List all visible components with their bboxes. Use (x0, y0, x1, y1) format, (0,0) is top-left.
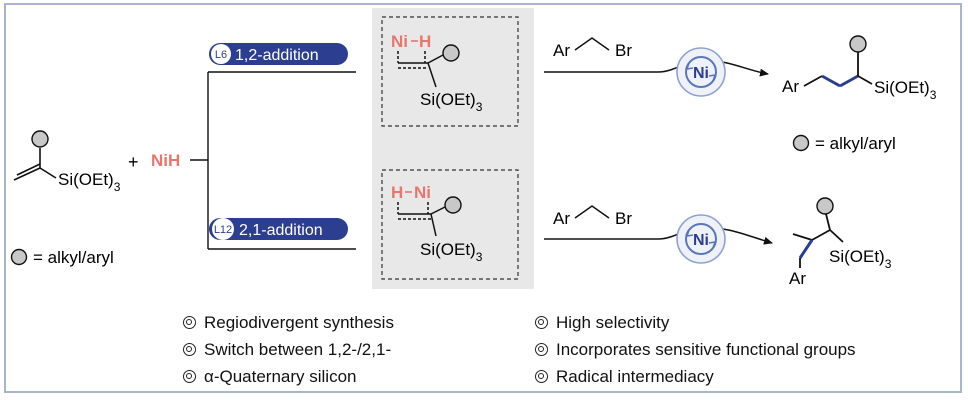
bottom-product-si: Si(OEt)3 (829, 247, 892, 271)
bullet-item: α-Quaternary silicon (183, 363, 394, 390)
nih-reagent: NiH (151, 151, 180, 170)
intermediate-top-ball (442, 44, 460, 62)
substituent-ball (31, 130, 49, 148)
double-circle-icon (183, 316, 196, 329)
pathway-top-pill (209, 43, 348, 65)
ligand-top-label: L6 (215, 49, 227, 61)
product-legend-text: = alkyl/aryl (815, 134, 896, 153)
top-ni-catalyst: Ni (676, 47, 726, 97)
pathway-bottom-label: 2,1-addition (239, 222, 323, 239)
double-circle-icon (535, 370, 548, 383)
figure-frame (4, 3, 962, 393)
intermediate-bottom-si: Si(OEt)3 (420, 240, 483, 264)
svg-text:Ni: Ni (693, 65, 709, 82)
vinylsilane-substrate (13, 148, 57, 181)
nih-bottom-ni: Ni (414, 183, 431, 202)
bottom-br-label: Br (615, 209, 632, 228)
bottom-alkyl-bromide-bond (574, 205, 610, 219)
bottom-product-ball (816, 197, 834, 215)
intermediate-top-si: Si(OEt)3 (420, 90, 483, 114)
legend-text: = alkyl/aryl (33, 248, 114, 267)
top-product-si: Si(OEt)3 (874, 78, 937, 102)
legend-ball (10, 248, 28, 266)
double-circle-icon (183, 370, 196, 383)
intermediate-top-bonds (397, 51, 444, 88)
bullet-item: Incorporates sensitive functional groups (535, 336, 856, 363)
top-ar-label: Ar (553, 41, 570, 60)
svg-text:Ni: Ni (693, 232, 709, 249)
substrate-si-group: Si(OEt)3 (58, 170, 121, 194)
branch-lines (190, 71, 356, 250)
top-product-ball (849, 35, 867, 53)
top-br-label: Br (615, 41, 632, 60)
bullets-left: Regiodivergent synthesis Switch between … (183, 309, 394, 390)
double-circle-icon (535, 316, 548, 329)
plus-sign: + (128, 152, 139, 172)
intermediate-bottom-box (381, 169, 519, 280)
top-alkyl-bromide-bond (574, 37, 610, 51)
intermediate-top-box (381, 16, 519, 127)
pathway-top-label: 1,2-addition (235, 47, 319, 64)
ligand-bottom-label: L12 (214, 224, 232, 236)
pathway-bottom-pill (209, 218, 348, 240)
bullet-item: Radical intermediacy (535, 363, 856, 390)
double-circle-icon (535, 343, 548, 356)
nih-bottom-h: H (391, 183, 403, 202)
intermediate-bottom-ball (444, 196, 462, 214)
product-legend-ball (792, 134, 810, 152)
bottom-product-ar: Ar (789, 269, 806, 288)
bottom-ni-catalyst: Ni (676, 214, 726, 264)
bottom-product-bonds (792, 213, 844, 268)
bullet-item: High selectivity (535, 309, 856, 336)
top-product-bonds (803, 52, 873, 88)
bullet-item: Regiodivergent synthesis (183, 309, 394, 336)
double-circle-icon (183, 343, 196, 356)
top-product-ar: Ar (782, 77, 799, 96)
bullets-right: High selectivity Incorporates sensitive … (535, 309, 856, 390)
bullet-item: Switch between 1,2-/2,1- (183, 336, 394, 363)
nih-top-h: H (419, 32, 431, 51)
bottom-ar-label: Ar (553, 209, 570, 228)
intermediate-bottom-bonds (397, 202, 446, 237)
nih-top-ni: Ni (391, 32, 408, 51)
